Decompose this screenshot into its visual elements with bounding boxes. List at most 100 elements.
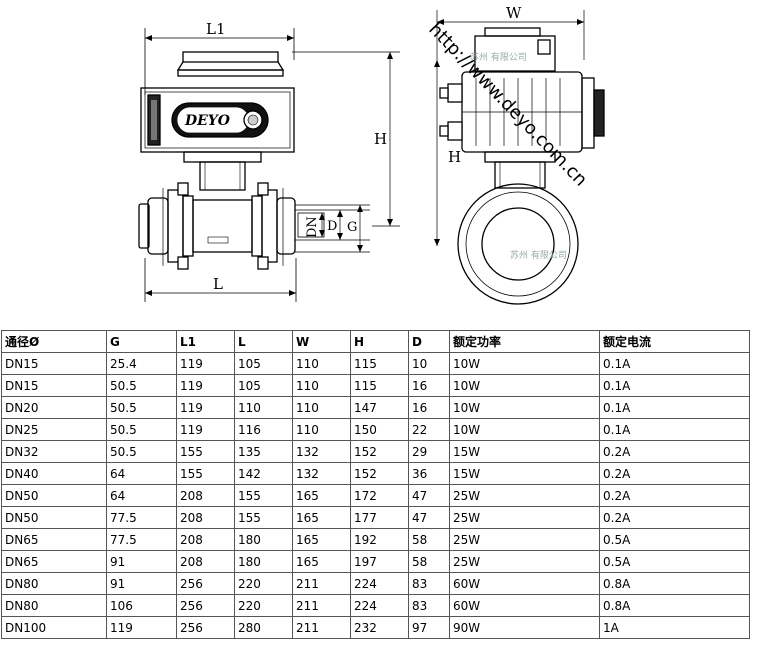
table-cell: 1A <box>599 616 750 639</box>
table-cell: 256 <box>176 616 235 639</box>
table-cell: 256 <box>176 572 235 595</box>
table-cell: 25W <box>449 528 600 551</box>
table-cell: 83 <box>408 594 450 617</box>
header-l: L <box>234 330 293 353</box>
table-cell: DN15 <box>1 352 107 375</box>
table-cell: 208 <box>176 484 235 507</box>
table-cell: 15W <box>449 440 600 463</box>
table-cell: 50.5 <box>106 418 177 441</box>
dim-h-front-label: H <box>374 130 387 148</box>
header-bore: 通径Ø <box>1 330 107 353</box>
table-cell: 152 <box>350 440 409 463</box>
side-view <box>434 10 605 305</box>
header-d: D <box>408 330 450 353</box>
table-cell: 211 <box>292 572 351 595</box>
table-cell: DN40 <box>1 462 107 485</box>
table-cell: 97 <box>408 616 450 639</box>
table-cell: 119 <box>176 418 235 441</box>
header-l1: L1 <box>176 330 235 353</box>
table-cell: 132 <box>292 462 351 485</box>
table-cell: 256 <box>176 594 235 617</box>
table-cell: 119 <box>176 374 235 397</box>
table-cell: 106 <box>106 594 177 617</box>
table-cell: 58 <box>408 528 450 551</box>
table-cell: 91 <box>106 550 177 573</box>
company-watermark-bottom: 苏州 有限公司 <box>510 249 567 261</box>
table-cell: DN80 <box>1 594 107 617</box>
table-cell: 83 <box>408 572 450 595</box>
table-cell: 0.2A <box>599 484 750 507</box>
table-cell: 91 <box>106 572 177 595</box>
table-cell: 220 <box>234 594 293 617</box>
header-g: G <box>106 330 177 353</box>
table-cell: 232 <box>350 616 409 639</box>
table-cell: 150 <box>350 418 409 441</box>
dim-l-label: L <box>213 275 223 293</box>
dim-dn-label: DN <box>305 216 320 238</box>
table-cell: 25W <box>449 550 600 573</box>
dim-d-label: D <box>327 219 337 234</box>
table-cell: 50.5 <box>106 374 177 397</box>
table-cell: 119 <box>176 396 235 419</box>
table-cell: 29 <box>408 440 450 463</box>
table-cell: 10W <box>449 374 600 397</box>
table-cell: 105 <box>234 352 293 375</box>
table-cell: 180 <box>234 528 293 551</box>
table-cell: DN65 <box>1 528 107 551</box>
header-h: H <box>350 330 409 353</box>
table-cell: 60W <box>449 594 600 617</box>
dim-g-label: G <box>347 220 357 235</box>
table-cell: 119 <box>106 616 177 639</box>
table-cell: 147 <box>350 396 409 419</box>
table-cell: DN80 <box>1 572 107 595</box>
table-cell: 25W <box>449 484 600 507</box>
table-cell: 115 <box>350 352 409 375</box>
table-cell: 10W <box>449 352 600 375</box>
table-cell: 211 <box>292 594 351 617</box>
table-cell: 15W <box>449 462 600 485</box>
dim-w-label: W <box>506 4 522 22</box>
table-cell: 115 <box>350 374 409 397</box>
table-cell: DN20 <box>1 396 107 419</box>
valve-technical-drawing: L1 L H DN D G DEYO <box>138 4 605 305</box>
table-cell: 36 <box>408 462 450 485</box>
table-cell: 165 <box>292 550 351 573</box>
table-cell: 0.5A <box>599 550 750 573</box>
table-cell: 77.5 <box>106 528 177 551</box>
dim-h-side-label: H <box>448 148 461 166</box>
table-cell: 0.8A <box>599 572 750 595</box>
table-cell: 110 <box>292 418 351 441</box>
table-cell: 224 <box>350 572 409 595</box>
table-cell: 110 <box>292 396 351 419</box>
table-cell: 110 <box>292 352 351 375</box>
table-cell: 0.1A <box>599 418 750 441</box>
table-cell: 50.5 <box>106 396 177 419</box>
table-cell: 47 <box>408 484 450 507</box>
table-cell: 0.5A <box>599 528 750 551</box>
table-cell: 0.2A <box>599 506 750 529</box>
table-cell: DN50 <box>1 484 107 507</box>
table-cell: 116 <box>234 418 293 441</box>
table-cell: 220 <box>234 572 293 595</box>
table-cell: 25.4 <box>106 352 177 375</box>
table-cell: 155 <box>176 440 235 463</box>
table-cell: 119 <box>176 352 235 375</box>
header-rated-power: 额定功率 <box>449 330 600 353</box>
table-cell: 152 <box>350 462 409 485</box>
table-cell: 208 <box>176 528 235 551</box>
table-cell: 155 <box>234 484 293 507</box>
table-cell: 60W <box>449 572 600 595</box>
header-w: W <box>292 330 351 353</box>
